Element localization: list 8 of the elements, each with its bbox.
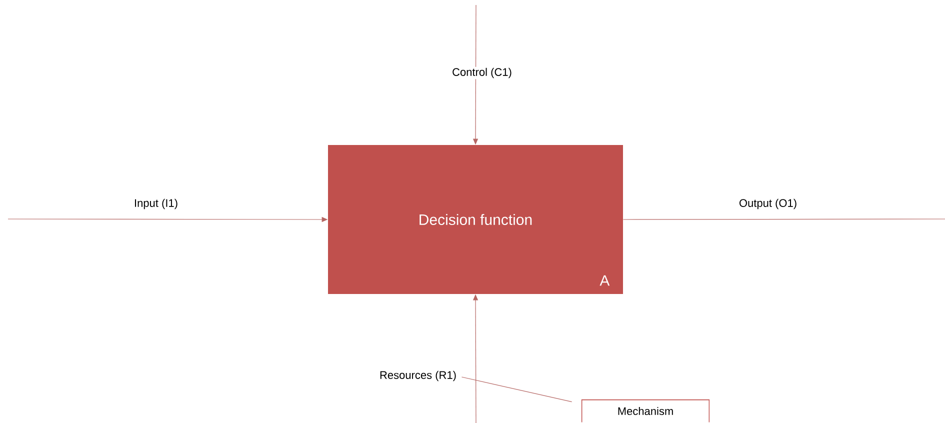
connector-line xyxy=(622,218,945,220)
edge-label: Output (O1) xyxy=(740,198,796,210)
resource-label: Resources (R1) xyxy=(378,370,458,382)
box-letter: A xyxy=(600,275,610,286)
leader-line xyxy=(461,376,572,402)
mechanism-box: Mechanism xyxy=(581,399,710,423)
edge-label: Input (I1) xyxy=(135,198,178,210)
edge-label: Control (C1) xyxy=(451,66,513,80)
